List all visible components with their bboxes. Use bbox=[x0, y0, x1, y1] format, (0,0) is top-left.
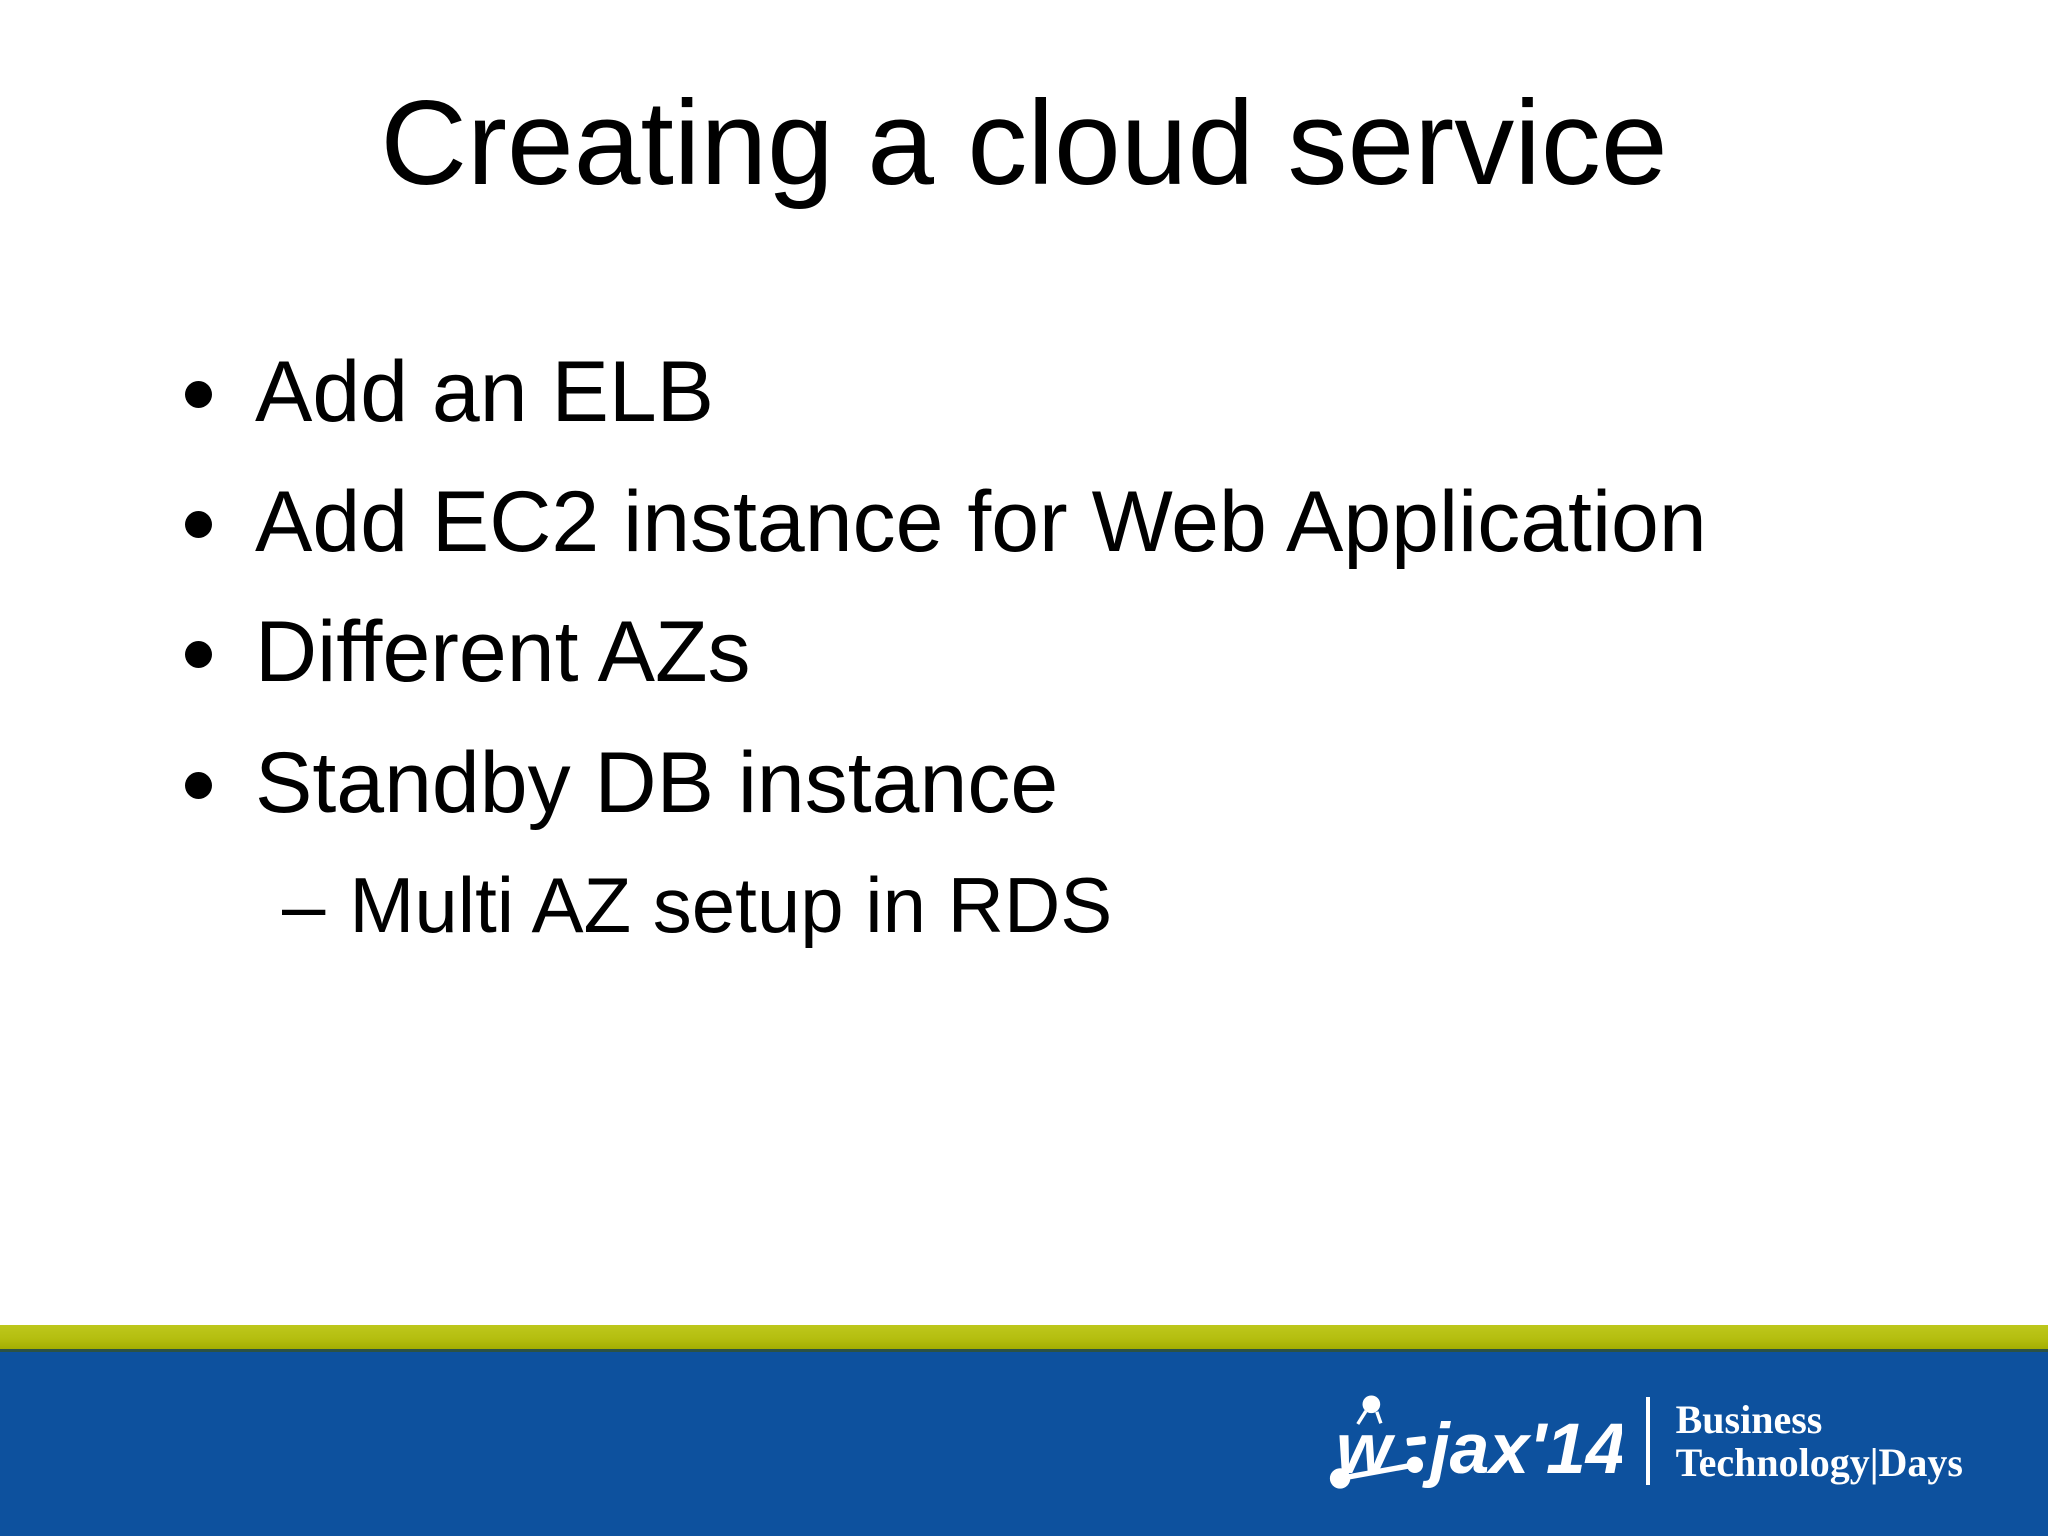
bullet-icon bbox=[185, 381, 212, 408]
footer-bar: w jax'14 Business Technology|Days bbox=[0, 1352, 2048, 1536]
bullet-label: Add EC2 instance for Web Application bbox=[255, 474, 1707, 571]
bullet-item: Add EC2 instance for Web Application bbox=[185, 471, 2008, 574]
bullet-label: Different AZs bbox=[255, 604, 751, 701]
sub-bullet-dash: – bbox=[282, 861, 326, 949]
bullet-item: Add an ELB bbox=[185, 341, 2008, 444]
bullet-item: Standby DB instance bbox=[185, 732, 2008, 835]
brand-tagline: Business Technology|Days bbox=[1675, 1396, 1963, 1485]
wjax-logo-icon: w jax'14 bbox=[1329, 1395, 1622, 1489]
bullet-icon bbox=[185, 511, 212, 539]
logo-text-w: w bbox=[1336, 1409, 1396, 1489]
sub-bullet-label: Multi AZ setup in RDS bbox=[349, 861, 1113, 949]
bullet-item: Different AZs bbox=[185, 601, 2008, 704]
brand-separator bbox=[1645, 1397, 1650, 1485]
slide-title: Creating a cloud service bbox=[380, 76, 1668, 210]
bullet-list: Add an ELB Add EC2 instance for Web Appl… bbox=[185, 341, 2008, 862]
conference-brand: w jax'14 Business Technology|Days bbox=[1322, 1390, 1963, 1492]
logo-text-jax14: jax'14 bbox=[1421, 1409, 1621, 1489]
bullet-icon bbox=[185, 641, 212, 669]
bullet-label: Standby DB instance bbox=[255, 734, 1059, 831]
bullet-label: Add an ELB bbox=[255, 344, 715, 440]
tagline-line1: Business bbox=[1675, 1396, 1823, 1442]
tagline-line2: Technology|Days bbox=[1675, 1440, 1963, 1485]
bullet-icon bbox=[185, 771, 212, 799]
footer-accent-bar bbox=[0, 1325, 2048, 1352]
sub-bullet-item: – Multi AZ setup in RDS bbox=[282, 859, 2008, 953]
